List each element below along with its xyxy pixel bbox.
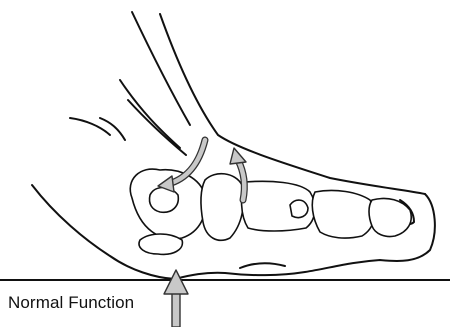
caption-label: Normal Function (8, 293, 134, 313)
foot-outline (32, 12, 435, 279)
